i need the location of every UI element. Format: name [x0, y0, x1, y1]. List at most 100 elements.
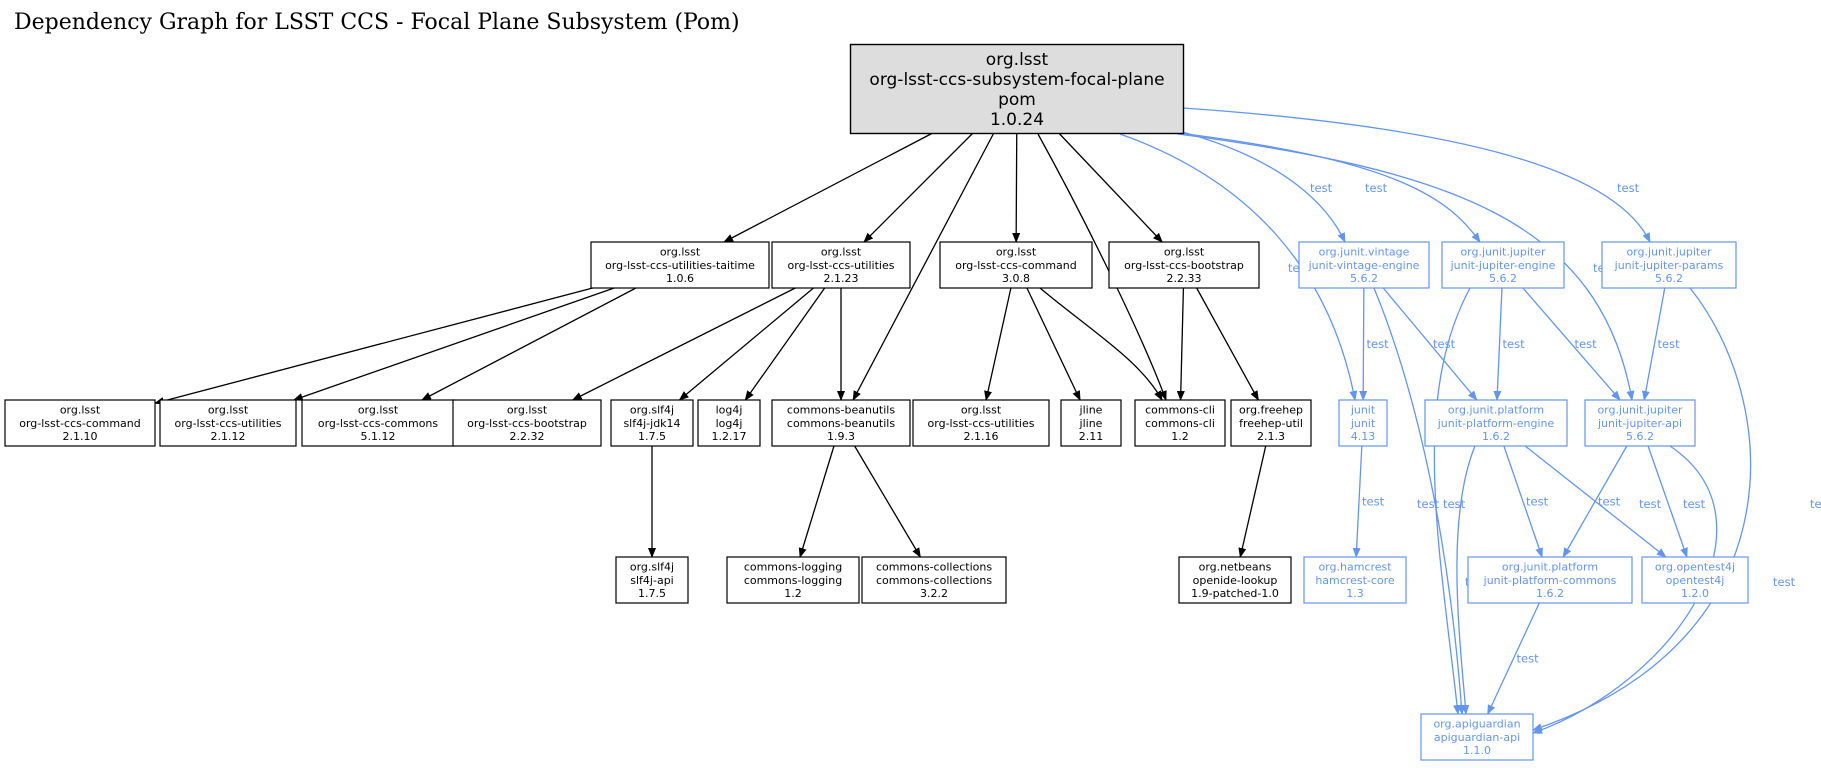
node-line: 1.9-patched-1.0 [1191, 587, 1279, 600]
node-params[interactable]: org.junit.jupiterjunit-jupiter-params5.6… [1601, 241, 1737, 289]
edge-util2123-to-boot2232 [571, 287, 796, 401]
edge-root-to-boot2233 [1058, 133, 1163, 243]
node-jupeng[interactable]: org.junit.jupiterjunit-jupiter-engine5.6… [1441, 241, 1565, 289]
node-line: org-lsst-ccs-utilities [175, 417, 282, 430]
node-box [861, 556, 1007, 604]
edge-root-to-junit [1119, 133, 1358, 401]
node-box [615, 556, 689, 604]
node-box [159, 399, 297, 447]
node-line: junit-platform-commons [1483, 574, 1617, 587]
node-root[interactable]: org.lsstorg-lsst-ccs-subsystem-focal-pla… [849, 43, 1185, 135]
node-line: junit-jupiter-engine [1450, 259, 1556, 272]
node-box [1303, 556, 1407, 604]
node-line: 1.2.0 [1681, 587, 1709, 600]
node-line: hamcrest-core [1315, 574, 1395, 587]
node-line: 1.1.0 [1463, 744, 1491, 757]
node-line: org.junit.vintage [1319, 246, 1410, 259]
node-line: 4.13 [1351, 430, 1376, 443]
edge-root-to-jupeng [1177, 132, 1481, 243]
node-box [1178, 556, 1292, 604]
node-line: 1.0.6 [666, 272, 694, 285]
edge-vintage-to-apiguardian [1373, 287, 1466, 715]
node-line: 1.2 [1171, 430, 1189, 443]
edge-params-to-jupapi [1641, 287, 1666, 401]
node-box [1441, 241, 1565, 289]
edge-junit-to-hamcrest [1352, 445, 1363, 558]
edge-util2123-to-slf4jjdk [678, 287, 814, 401]
node-line: org.junit.platform [1448, 404, 1544, 417]
edge-params-to-apiguardian [1532, 287, 1752, 731]
node-line: 1.2.17 [712, 430, 747, 443]
node-openide[interactable]: org.netbeansopenide-lookup1.9-patched-1.… [1178, 556, 1292, 604]
node-line: junit-jupiter-params [1614, 259, 1724, 272]
node-box [590, 241, 770, 289]
edge-label-root-to-jupeng: test [1365, 181, 1388, 195]
node-line: junit [1350, 417, 1376, 430]
node-line: org.lsst [60, 404, 101, 417]
edge-label-vintage-to-apiguardian: test [1417, 497, 1440, 511]
node-platengine[interactable]: org.junit.platformjunit-platform-engine1… [1424, 399, 1568, 447]
node-line: org.slf4j [630, 404, 674, 417]
edge-cmd308-to-util2116 [984, 287, 1012, 401]
edge-beanutils-to-logging [798, 445, 835, 558]
node-taitime[interactable]: org.lsstorg-lsst-ccs-utilities-taitime1.… [590, 241, 770, 289]
edge-jupapi-to-platcommons [1562, 445, 1628, 558]
edge-jupeng-to-platengine [1493, 287, 1503, 401]
node-line: junit-platform-engine [1437, 417, 1555, 430]
node-line: junit [1350, 404, 1376, 417]
node-platcommons[interactable]: org.junit.platformjunit-platform-commons… [1467, 556, 1633, 604]
node-line: jline [1079, 417, 1103, 430]
node-line: 5.6.2 [1655, 272, 1683, 285]
edge-boot2233-to-cli [1176, 287, 1185, 401]
node-line: commons-beanutils [787, 404, 895, 417]
edge-jupeng-to-apiguardian [1433, 287, 1471, 715]
edge-beanutils-to-collections [854, 445, 921, 558]
edge-label-jupapi-to-platcommons: test [1598, 495, 1621, 509]
node-box [1601, 241, 1737, 289]
edge-label-platcommons-to-apiguardian: test [1517, 652, 1540, 666]
node-line: org.freehep [1239, 404, 1303, 417]
node-line: 2.1.12 [211, 430, 246, 443]
node-line: 1.7.5 [638, 587, 666, 600]
node-line: org.lsst [821, 246, 862, 259]
edge-taitime-to-util2112 [292, 287, 615, 401]
node-line: 3.0.8 [1002, 272, 1030, 285]
nodes-layer: org.lsstorg-lsst-ccs-subsystem-focal-pla… [4, 43, 1749, 761]
node-line: 2.11 [1079, 430, 1104, 443]
edge-root-to-cli [1037, 133, 1167, 401]
node-line: 1.7.5 [638, 430, 666, 443]
node-line: org.lsst [996, 246, 1037, 259]
edge-root-to-params [1182, 107, 1651, 243]
node-box [1230, 399, 1312, 447]
node-vintage[interactable]: org.junit.vintagejunit-vintage-engine5.6… [1298, 241, 1430, 289]
node-line: 5.6.2 [1626, 430, 1654, 443]
graph-title: Dependency Graph for LSST CCS - Focal Pl… [14, 10, 740, 35]
node-line: commons-cli [1145, 404, 1215, 417]
node-line: 5.6.2 [1489, 272, 1517, 285]
node-line: 2.1.23 [824, 272, 859, 285]
node-line: org.lsst [208, 404, 249, 417]
node-collections[interactable]: commons-collectionscommons-collections3.… [861, 556, 1007, 604]
